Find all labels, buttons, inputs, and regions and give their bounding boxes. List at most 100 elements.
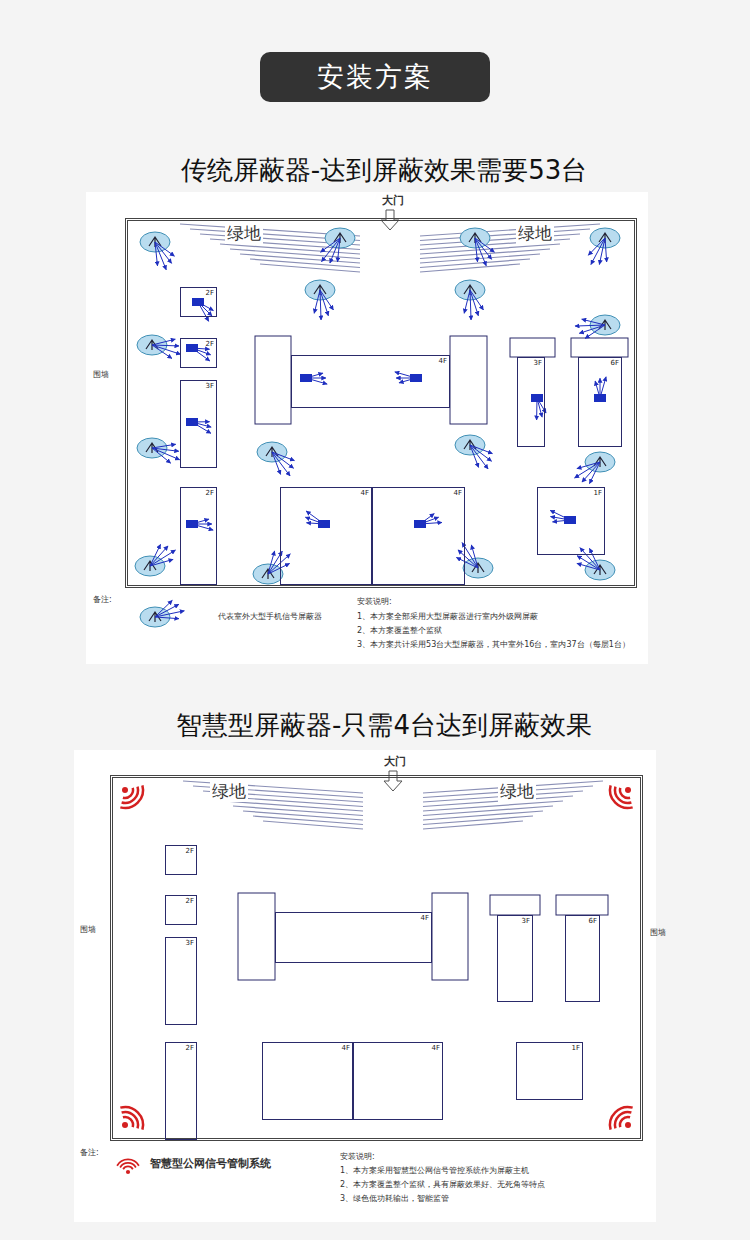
signal-arrow [314,290,320,313]
note-text: 1、本方案全部采用大型屏蔽器进行室内外级网屏蔽 [357,612,538,621]
lawn-hatch [423,801,563,811]
green-area-label: 绿地 [516,224,554,244]
signal-arrow [306,378,327,384]
signal-wave [620,788,630,798]
note-text: 2、本方案覆盖整个监狱，具有屏蔽效果好、无死角等特点 [340,1180,545,1189]
gate-label: 大门 [382,756,408,769]
signal-arrow [577,462,600,469]
signal-arrow [268,563,290,574]
legend-text: 智慧型公网信号管制系统 [150,1158,271,1171]
signal-arrow [536,398,537,420]
building: 2F [165,1042,197,1140]
note-heading: 围墙 [93,370,109,379]
signal-wave [615,1112,631,1128]
signal-arrow [475,238,486,266]
signal-arrow [582,319,605,325]
note-heading: 围墙 [650,928,666,937]
site-plan: 大门绿地绿地2F2F3F2F4F3F6F4F4F1F [125,218,637,588]
building: 1F [516,1042,583,1100]
building: 4F [291,355,450,408]
signal-arrow [321,238,340,252]
signal-arrow [420,522,442,524]
floor-label: 1F [594,490,602,497]
building-wings [238,336,628,980]
signal-wave [123,1166,133,1169]
signal-arrow [552,520,570,522]
signal-symbols [117,224,633,1174]
green-area-label: 绿地 [225,224,263,244]
signal-arrow [192,524,213,530]
lawn-hatch [423,806,553,816]
floor-label: 4F [439,358,447,365]
green-area-label: 绿地 [498,782,536,802]
building: 3F [517,357,545,447]
signal-wave [610,785,633,808]
floor-label: 4F [421,915,429,922]
building: 4F [262,1042,353,1120]
signal-wave [615,787,631,803]
lawn-hatch [230,249,360,259]
signal-arrow [306,511,324,524]
floor-label: 4F [432,1045,440,1052]
signal-arrow [537,398,542,417]
floor-label: 4F [342,1045,350,1052]
signal-arrow [471,545,478,568]
green-area-label: 绿地 [210,782,248,802]
floor-label: 4F [454,490,462,497]
signal-arrow [155,617,179,619]
building: 4F [280,487,372,585]
signal-arrow [550,510,570,520]
signal-arrow [155,604,179,617]
building: 2F [180,487,217,585]
signal-arrow [588,238,605,255]
building: 2F [165,845,197,875]
signal-arrow [591,238,605,264]
signal-wave [120,1163,136,1168]
signal-arrow [320,290,333,310]
signal-arrow [470,290,483,310]
smart-jammer [122,787,128,793]
signal-arrow [464,290,470,313]
building: 4F [353,1042,443,1120]
signal-arrow [475,238,478,262]
signal-arrow [152,448,171,463]
signal-arrow [155,242,166,270]
lawn-hatch [243,811,363,820]
building: 2F [165,895,197,925]
lawn-hatch [250,259,360,268]
signal-wave [123,788,133,798]
floor-label: 2F [206,341,214,348]
signal-arrow [470,445,488,469]
signal-wave [620,1117,630,1127]
signal-arrow [198,302,209,321]
signal-arrow [470,445,479,467]
header-box: 安装方案 [260,52,490,102]
note-heading: 安装说明: [357,597,392,606]
note-text: 3、绿色低功耗输出，智能监管 [340,1194,449,1203]
note-text: 1、本方案采用智慧型公网信号管控系统作为屏蔽主机 [340,1166,529,1175]
floor-label: 2F [206,490,214,497]
lawn-hatch [420,254,540,263]
smart-jammer [126,1170,130,1174]
lawn-hatch [233,806,363,816]
gate-arrow [381,210,402,791]
signal-arrow [470,290,471,320]
note-heading: 备注: [93,595,112,604]
section-title: 传统屏蔽器-达到屏蔽效果需要53台 [181,156,587,186]
legend-text: 代表室外大型手机信号屏蔽器 [218,612,322,621]
signal-arrow [399,378,416,383]
signal-arrow [155,242,158,266]
building: 3F [165,937,197,1025]
signal-arrow [475,238,492,259]
signal-wave [122,1112,138,1128]
signal-arrow [306,373,323,378]
signal-wave [117,1159,139,1165]
note-heading: 围墙 [80,925,96,934]
floor-label: 3F [522,918,530,925]
floor-label: 6F [611,360,619,367]
note-heading: 备注: [80,1148,99,1157]
signal-arrow [150,559,173,566]
signal-wave [610,1107,633,1130]
signal-arrow [152,444,176,448]
note-text: 3、本方案共计采用53台大型屏蔽器，其中室外16台，室内37台（每层1台） [357,640,630,649]
